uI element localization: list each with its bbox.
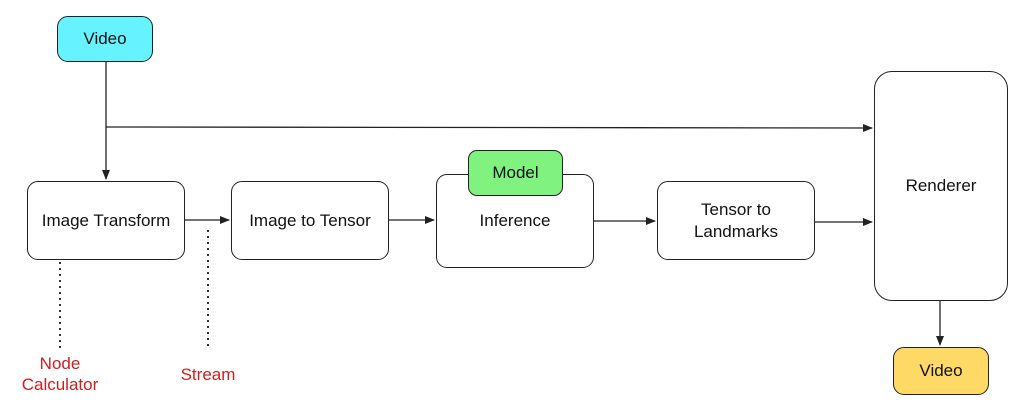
tensor-to-landmarks-label-line1: Tensor to xyxy=(701,199,771,219)
node-calculator-line1: Node xyxy=(39,354,81,373)
video-sink-node: Video xyxy=(893,347,989,395)
model-label: Model xyxy=(492,163,539,182)
node-calculator-line2: Calculator xyxy=(21,375,99,394)
image-to-tensor-label: Image to Tensor xyxy=(249,210,371,230)
image-transform-label: Image Transform xyxy=(41,210,171,230)
tensor-to-landmarks-node: Tensor to Landmarks xyxy=(657,181,815,260)
tensor-to-landmarks-label-line2: Landmarks xyxy=(693,221,779,241)
video-sink-label: Video xyxy=(919,361,963,380)
image-to-tensor-node: Image to Tensor xyxy=(231,181,389,260)
renderer-node: Renderer xyxy=(874,71,1008,301)
node-calculator-annotation: Node Calculator xyxy=(20,353,100,395)
stream-annotation: Stream xyxy=(168,364,248,385)
renderer-label: Renderer xyxy=(905,176,977,195)
video-source-node: Video xyxy=(57,16,153,62)
inference-node: Inference xyxy=(436,174,594,268)
image-transform-node: Image Transform xyxy=(27,181,185,260)
model-node: Model xyxy=(468,150,563,196)
stream-label: Stream xyxy=(180,365,236,384)
video-source-label: Video xyxy=(83,29,127,48)
inference-label: Inference xyxy=(479,211,551,230)
edge-video-to-renderer xyxy=(105,123,873,132)
